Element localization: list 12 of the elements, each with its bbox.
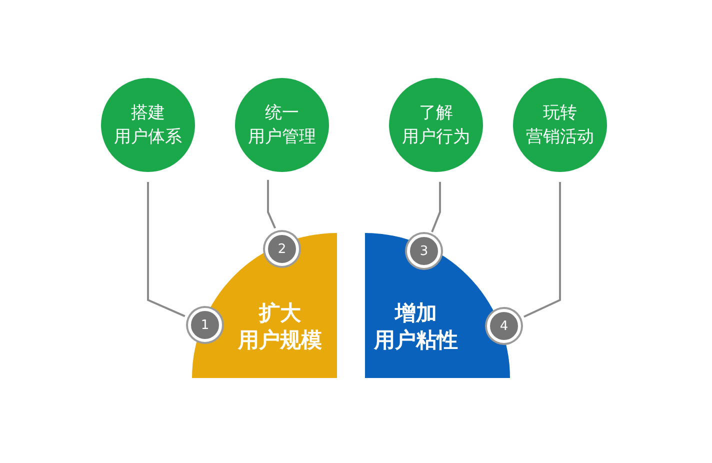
topic-circle: 搭建用户体系 [101, 78, 195, 172]
connector-line [267, 180, 276, 229]
connector-line [524, 182, 561, 318]
topic-circle: 玩转营销活动 [513, 78, 607, 172]
topic-circle: 统一用户管理 [235, 78, 329, 172]
connector-line [147, 182, 186, 318]
segment-label: 扩大用户规模 [236, 300, 323, 354]
segment-label: 增加用户粘性 [372, 300, 459, 354]
topic-circle: 了解用户行为 [389, 78, 483, 172]
connector-line [431, 182, 441, 233]
number-badge: 1 [188, 308, 222, 342]
number-badge: 4 [487, 309, 521, 343]
